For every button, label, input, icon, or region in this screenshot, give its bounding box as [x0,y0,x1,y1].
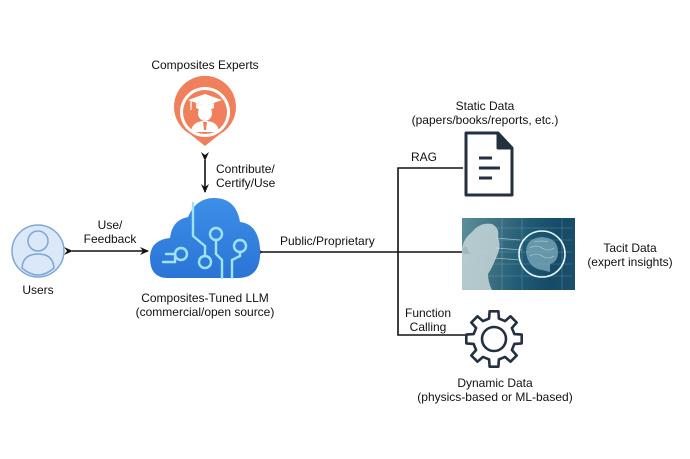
experts-llm-edge-label: Contribute/ Certify/Use [216,162,275,190]
ai-cloud-icon [150,198,261,280]
users-llm-edge-label-line1: Use/ [97,218,123,232]
document-icon [464,131,514,197]
static-data-label-line1: Static Data [455,99,515,113]
tacit-data-label-line2: (expert insights) [587,255,673,269]
experts-label: Composites Experts [151,58,259,72]
llm-label-line1: Composites-Tuned LLM [141,291,269,305]
llm-label: Composites-Tuned LLM (commercial/open so… [130,291,280,319]
experts-llm-edge-label-line1: Contribute/ [216,162,275,176]
data-bus-connector [397,167,465,336]
data-llm-edge-label: Public/Proprietary [280,234,375,248]
rag-edge-label: RAG [411,150,438,164]
graduate-pin-icon [174,75,236,146]
function-calling-edge-label-line1: Function [404,306,452,320]
function-calling-edge-label: Function Calling [400,306,456,334]
experts-llm-edge-label-line2: Certify/Use [216,176,276,190]
static-data-label-line2: (papers/books/reports, etc.) [411,113,559,127]
function-calling-edge-label-line2: Calling [409,320,447,334]
users-llm-edge-label: Use/ Feedback [78,218,142,246]
gear-icon [465,310,523,368]
llm-label-line2: (commercial/open source) [135,305,275,319]
dynamic-data-label-line1: Dynamic Data [457,376,533,390]
users-llm-edge-label-line2: Feedback [83,232,137,246]
tacit-data-label-line1: Tacit Data [603,241,657,255]
static-data-label: Static Data (papers/books/reports, etc.) [405,99,565,127]
dynamic-data-label: Dynamic Data (physics-based or ML-based) [405,376,585,404]
ai-brain-image [462,218,575,290]
users-label: Users [22,283,54,297]
dynamic-data-label-line2: (physics-based or ML-based) [417,390,573,404]
tacit-data-label: Tacit Data (expert insights) [582,241,678,269]
user-icon [11,224,65,278]
